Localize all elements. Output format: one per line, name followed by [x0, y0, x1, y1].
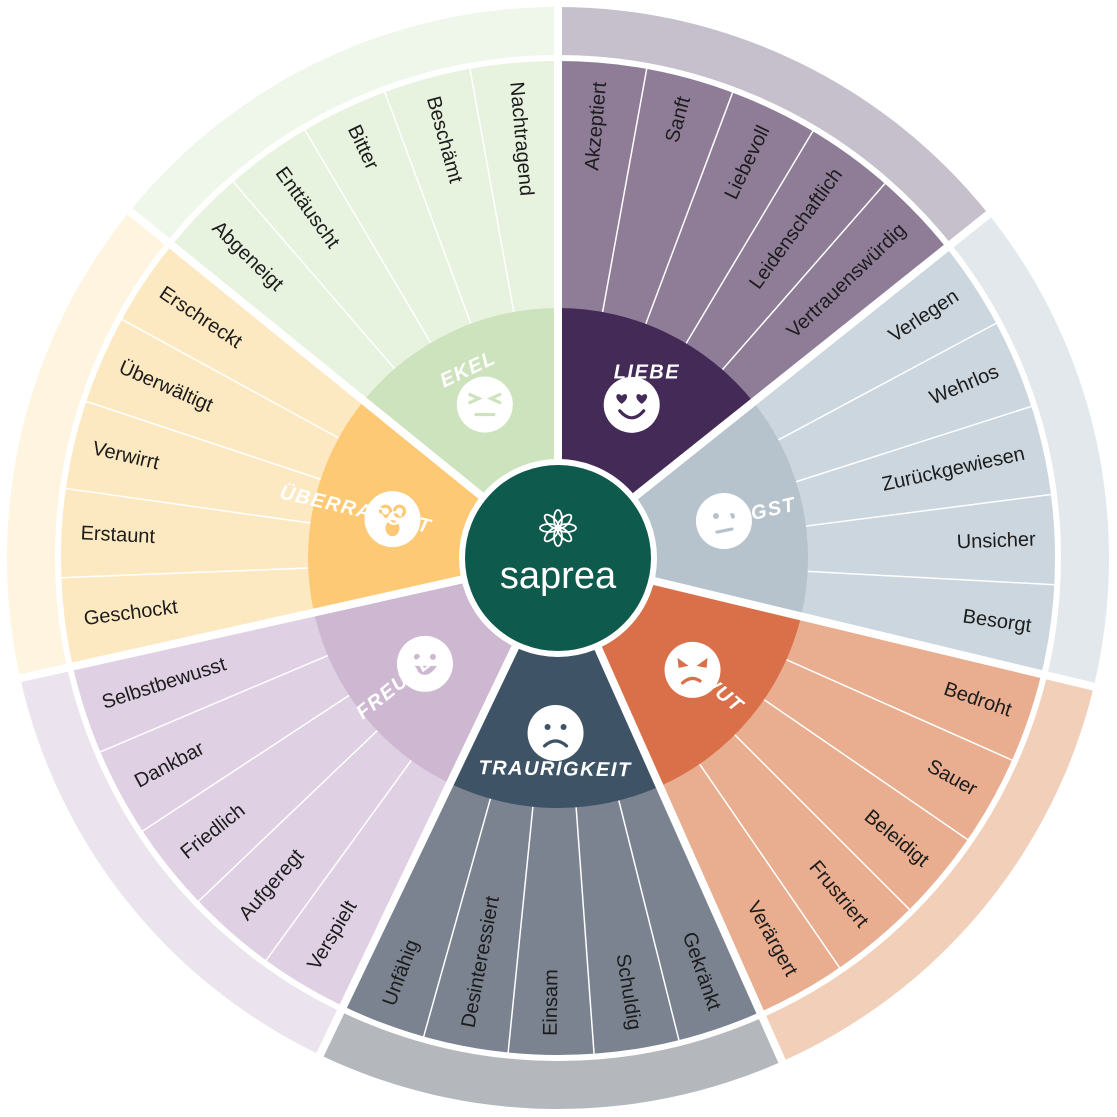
brand-logo: saprea [459, 459, 657, 657]
brand-name: saprea [500, 555, 617, 597]
word-divider [575, 807, 596, 1057]
word-divider [618, 800, 681, 1044]
word-divider [62, 487, 311, 524]
word-divider [698, 763, 842, 971]
category-divider [593, 644, 787, 1065]
word-divider [685, 128, 815, 344]
word-divider [734, 734, 913, 913]
category-divider [125, 206, 486, 501]
worried-face-icon [695, 493, 752, 550]
word-divider [230, 179, 396, 370]
emotion-label: Unsicher [956, 529, 1036, 554]
angry-face-icon [664, 641, 721, 698]
word-divider [786, 658, 1016, 763]
outer-ring-ueberrascht [6, 211, 170, 679]
word-divider [778, 321, 1000, 441]
segment-band-freude [70, 610, 455, 1009]
segment-traurigkeit: GekränktSchuldigEinsamDesinteressiertUnf… [341, 774, 762, 1058]
word-divider [721, 180, 888, 371]
category-divider [315, 642, 521, 1059]
segment-band-traurigkeit [341, 774, 762, 1058]
outer-ring-ekel [129, 7, 558, 244]
ring-divider [55, 55, 1061, 1061]
word-divider [195, 730, 378, 904]
category-label-traurigkeit: TRAURIGKEIT [478, 757, 632, 781]
word-divider [601, 65, 648, 313]
sad-face-icon [527, 704, 584, 761]
flower-logo-icon [539, 509, 577, 547]
word-divider [263, 759, 412, 964]
surprised-face-icon [364, 491, 421, 548]
word-divider [139, 694, 350, 834]
word-divider [118, 317, 340, 439]
category-label-liebe: LIEBE [614, 362, 680, 384]
segment-band-ueberrascht [57, 243, 372, 668]
word-divider [422, 798, 492, 1040]
word-divider [83, 399, 321, 480]
word-divider [645, 89, 735, 325]
word-divider [58, 567, 309, 579]
word-divider [97, 654, 329, 754]
word-divider [507, 806, 534, 1056]
segment-ueberrascht: GeschocktErstauntVerwirrtÜberwältigtErsc… [57, 243, 372, 668]
word-divider [807, 570, 1058, 586]
segment-band-angst [745, 246, 1058, 675]
word-divider [805, 493, 1054, 527]
happy-face-icon [396, 635, 453, 692]
word-divider [468, 65, 515, 313]
word-divider [795, 404, 1035, 483]
category-divider [650, 576, 1097, 691]
heart-eyes-face-icon [603, 376, 660, 433]
word-divider [302, 127, 432, 344]
category-divider [17, 575, 466, 683]
disgusted-face-icon [456, 376, 513, 433]
emotion-label: Einsam [540, 969, 563, 1036]
emotion-label: Erstaunt [80, 522, 156, 548]
segment-angst: VerlegenWehrlosZurückgewiesenUnsicherBes… [745, 246, 1058, 675]
outer-ring-angst [948, 214, 1110, 687]
category-divider [630, 209, 993, 502]
word-divider [763, 698, 971, 842]
word-divider [383, 89, 472, 324]
segment-freude: VerspieltAufgeregtFriedlichDankbarSelbst… [70, 610, 455, 1009]
